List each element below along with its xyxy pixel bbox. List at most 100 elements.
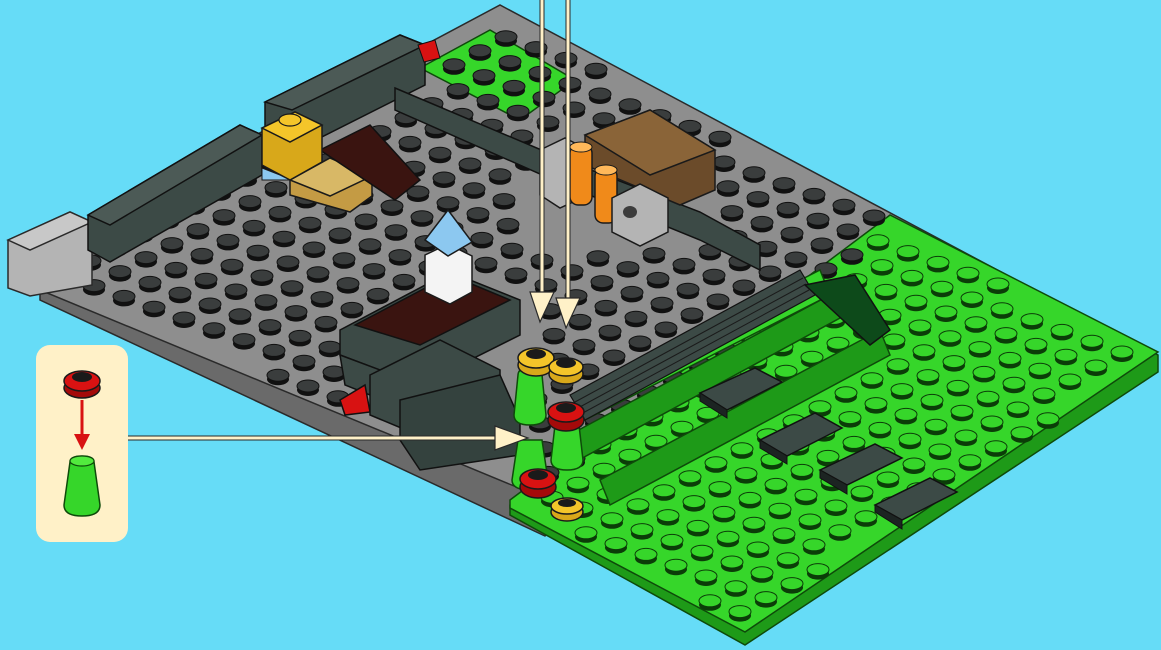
stud [221,259,243,271]
stud [1085,360,1107,372]
stud [765,478,787,490]
stud [877,472,899,484]
yellow-round-plate-right [549,358,583,384]
stud [191,248,213,260]
stud [595,300,617,312]
stud [619,99,641,111]
stud [705,457,727,469]
stud [497,218,519,230]
stud [709,131,731,143]
stud [665,559,687,571]
stud [143,301,165,313]
stud [731,443,753,455]
stud [471,232,493,244]
stud [267,369,289,381]
stud [647,272,669,284]
stud [433,172,455,184]
stud [429,147,451,159]
stud [505,268,527,280]
stud [1055,349,1077,361]
stud [169,287,191,299]
stud [747,192,769,204]
stud [203,323,225,335]
stud [229,309,251,321]
stud [687,520,709,532]
stud [239,196,261,208]
stud [269,206,291,218]
stud [713,156,735,168]
stud [935,306,957,318]
stud [811,238,833,250]
stud [991,303,1013,315]
stud [699,595,721,607]
stud [921,394,943,406]
stud [955,430,977,442]
stud [751,216,773,228]
stud [891,384,913,396]
stud [781,227,803,239]
stud [289,330,311,342]
stud [437,197,459,209]
stud [447,84,469,96]
stud [785,252,807,264]
stud [777,202,799,214]
stud [855,511,877,523]
stud [803,188,825,200]
stud [161,238,183,250]
stud [293,355,315,367]
stud [677,283,699,295]
stud [717,531,739,543]
stud [703,269,725,281]
red-round-plate-top [548,402,584,431]
stud [781,578,803,590]
stud [837,224,859,236]
stud [591,276,613,288]
stud [851,486,873,498]
stud [695,570,717,582]
stud [867,235,889,247]
stud [493,194,515,206]
stud [835,387,857,399]
stud [1033,388,1055,400]
stud [139,276,161,288]
stud [381,200,403,212]
stud [297,380,319,392]
stud [841,249,863,261]
stud [1025,338,1047,350]
stud [827,337,849,349]
stud [957,267,979,279]
stud [735,468,757,480]
stud [601,513,623,525]
stud [901,270,923,282]
stud [213,210,235,222]
stud [273,231,295,243]
stud [925,419,947,431]
stud [173,312,195,324]
stud [635,548,657,560]
stud [265,182,287,194]
stud [277,256,299,268]
stud [709,482,731,494]
stud [1111,346,1133,358]
stud [657,510,679,522]
stud [627,499,649,511]
stud [897,246,919,258]
stud [1051,324,1073,336]
stud [259,320,281,332]
stud [739,492,761,504]
stud [977,391,999,403]
stud [927,256,949,268]
stud [829,525,851,537]
stud [303,242,325,254]
stud [1011,427,1033,439]
stud [933,469,955,481]
stud [333,253,355,265]
stud [573,339,595,351]
stud [307,267,329,279]
stud [651,297,673,309]
stud [833,199,855,211]
stud [477,94,499,106]
stud [625,311,647,323]
stud [965,317,987,329]
